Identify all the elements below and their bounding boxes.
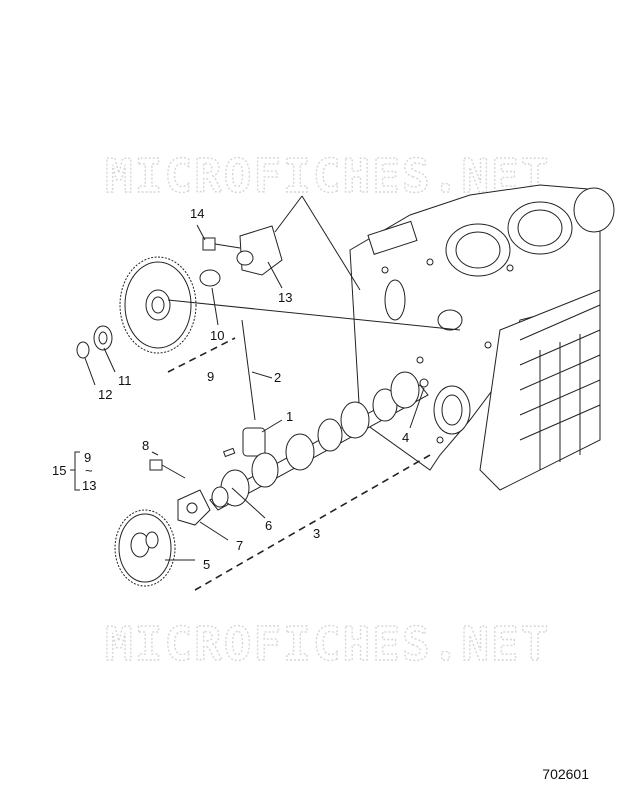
callout-2: 2 xyxy=(274,370,281,385)
callout-5: 5 xyxy=(203,557,210,572)
callout-1: 1 xyxy=(286,409,293,424)
tappet xyxy=(242,427,266,457)
callout-7: 7 xyxy=(236,538,243,553)
camshaft-pin xyxy=(419,378,429,388)
group-label-sep: ~ xyxy=(85,463,93,478)
idler-gear xyxy=(119,256,197,354)
camshaft-key xyxy=(222,447,236,458)
engine-block xyxy=(349,184,615,491)
group-label-from: 9 xyxy=(84,450,91,465)
idler-bushing xyxy=(199,269,221,287)
group-bracket-9 xyxy=(167,337,236,373)
group-bracket-3 xyxy=(194,454,431,591)
callout-10: 10 xyxy=(210,328,224,343)
retainer-bolt xyxy=(149,459,163,471)
callout-11: 11 xyxy=(118,373,132,388)
group-label-to: 13 xyxy=(82,478,96,493)
callout-15: 15 xyxy=(52,463,66,478)
idler-shaft xyxy=(236,250,254,266)
figure-reference: 702601 xyxy=(542,766,589,782)
thrust-washer-hole xyxy=(98,331,108,345)
callout-8: 8 xyxy=(142,438,149,453)
callout-13: 13 xyxy=(278,290,292,305)
callout-3: 3 xyxy=(313,526,320,541)
push-rod xyxy=(241,319,256,421)
idler-bracket xyxy=(239,225,283,276)
cam-gear xyxy=(114,509,176,587)
callout-12: 12 xyxy=(98,387,112,402)
callout-14: 14 xyxy=(190,206,204,221)
snap-ring xyxy=(76,341,90,359)
callout-6: 6 xyxy=(265,518,272,533)
leader-lines xyxy=(84,224,425,561)
callout-9: 9 xyxy=(207,369,214,384)
watermark-bottom: MICROFICHES.NET xyxy=(105,617,550,671)
callout-4: 4 xyxy=(402,430,409,445)
group-label-bracket xyxy=(74,451,80,491)
idler-shaft-line xyxy=(167,299,461,331)
